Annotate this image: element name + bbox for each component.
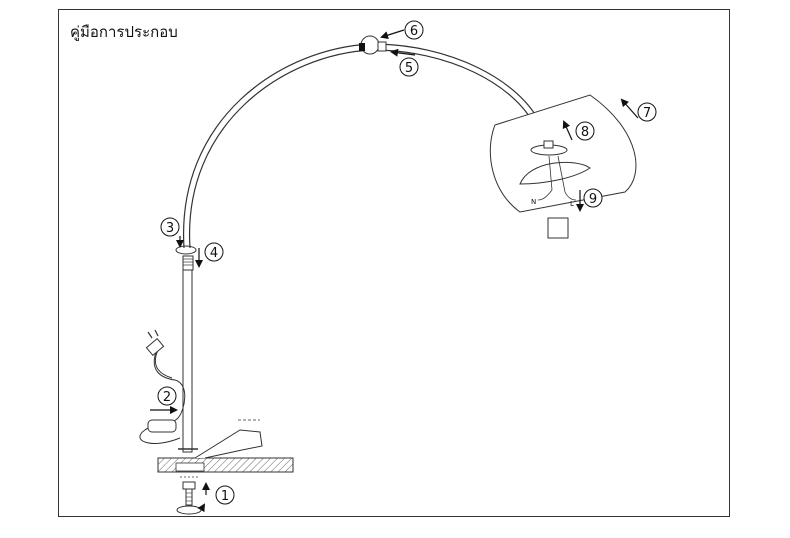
step-marker-9: 9	[583, 188, 603, 208]
step-marker-2: 2	[157, 386, 177, 406]
svg-text:2: 2	[163, 390, 171, 405]
power-cord	[139, 329, 186, 444]
wire-label-l: L	[570, 200, 574, 208]
svg-text:4: 4	[210, 246, 218, 261]
wire-label-n: N	[531, 198, 536, 206]
step-marker-6: 6	[404, 20, 424, 40]
svg-text:8: 8	[581, 125, 589, 140]
pole-coupler	[175, 245, 197, 271]
base-screw	[176, 476, 210, 515]
floor-base	[157, 419, 294, 473]
lamp-socket	[519, 140, 591, 239]
arrow-step-5	[390, 48, 416, 57]
step-marker-7: 7	[637, 102, 657, 122]
page-title: คู่มือการประกอบ	[70, 23, 178, 41]
step-marker-1: 1	[215, 485, 235, 505]
svg-text:9: 9	[589, 192, 597, 207]
svg-text:3: 3	[166, 221, 174, 236]
svg-text:6: 6	[410, 24, 418, 39]
step-marker-4: 4	[204, 242, 224, 262]
arrow-step-8	[562, 120, 573, 141]
arrow-step-6	[380, 29, 405, 39]
arc-arm	[183, 43, 544, 249]
svg-text:5: 5	[405, 61, 413, 76]
step-marker-5: 5	[399, 57, 419, 77]
arrow-step-7	[620, 98, 639, 119]
svg-text:7: 7	[643, 106, 651, 121]
svg-text:1: 1	[221, 489, 229, 504]
lamp-pole	[178, 269, 198, 453]
step-marker-8: 8	[575, 121, 595, 141]
step-marker-3: 3	[160, 217, 180, 237]
arc-joint	[359, 35, 387, 55]
